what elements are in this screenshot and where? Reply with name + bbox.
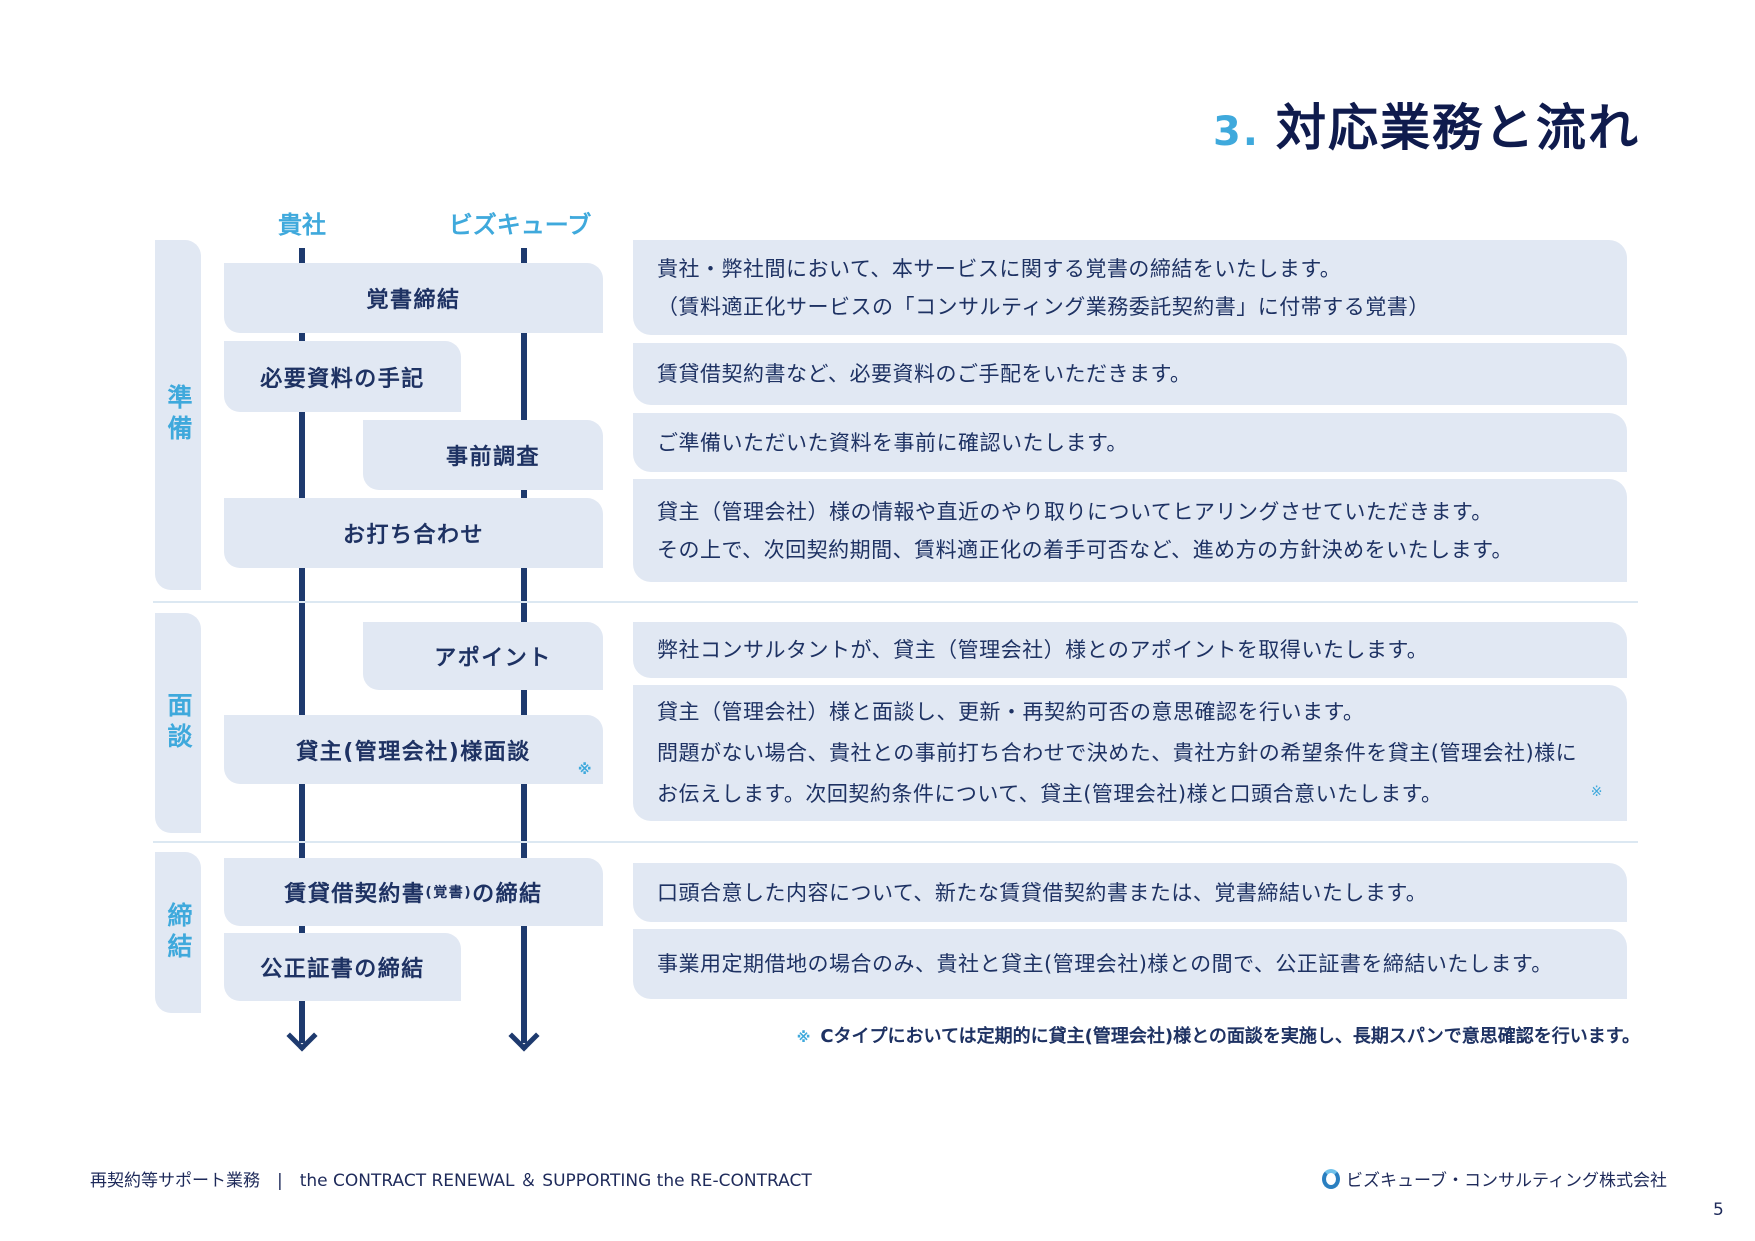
description-meeting: 貸主（管理会社）様の情報や直近のやり取りについてヒアリングさせていただきます。そ… xyxy=(633,479,1627,582)
description-landlord-meeting: 貸主（管理会社）様と面談し、更新・再契約可否の意思確認を行います。問題がない場合… xyxy=(633,685,1627,821)
phase-contract: 締結 xyxy=(155,852,201,1013)
company-logo-icon xyxy=(1322,1168,1340,1189)
description-pre-survey: ご準備いただいた資料を事前に確認いたします。 xyxy=(633,413,1627,472)
description-notarial-deed: 事業用定期借地の場合のみ、貴社と貸主(管理会社)様との間で、公正証書を締結いたし… xyxy=(633,929,1627,999)
phase-meeting: 面談 xyxy=(155,613,201,833)
footnote: ※Cタイプにおいては定期的に貸主(管理会社)様との面談を実施し、長期スパンで意思… xyxy=(796,1026,1640,1047)
step-pre-survey: 事前調査 xyxy=(363,420,603,490)
client-timeline xyxy=(299,248,305,1043)
description-memorandum: 貴社・弊社間において、本サービスに関する覚書の締結をいたします。（賃料適正化サー… xyxy=(633,240,1627,335)
divider xyxy=(153,601,1638,603)
step-documents: 必要資料の手記 xyxy=(224,341,461,412)
step-appointment: アポイント xyxy=(363,622,603,690)
arrow-down-icon xyxy=(286,1020,318,1052)
arrow-down-icon xyxy=(508,1020,540,1052)
page-number: 5 xyxy=(1713,1200,1724,1220)
divider xyxy=(153,841,1638,843)
step-landlord-meeting: 貸主(管理会社)様面談※ xyxy=(224,715,603,784)
description-lease-contract: 口頭合意した内容について、新たな賃貸借契約書または、覚書締結いたします。 xyxy=(633,863,1627,922)
column-header-bizcube: ビズキューブ xyxy=(448,211,592,239)
description-appointment: 弊社コンサルタントが、貸主（管理会社）様とのアポイントを取得いたします。 xyxy=(633,622,1627,678)
step-lease-contract: 賃貸借契約書(覚書)の締結 xyxy=(224,858,603,926)
footer-service-name: 再契約等サポート業務 | the CONTRACT RENEWAL ＆ SUPP… xyxy=(90,1171,812,1191)
page-title: 3.対応業務と流れ xyxy=(1212,99,1640,157)
column-header-client: 貴社 xyxy=(278,211,326,239)
step-meeting: お打ち合わせ xyxy=(224,498,603,568)
description-documents: 賃貸借契約書など、必要資料のご手配をいただきます。 xyxy=(633,343,1627,405)
phase-preparation: 準備 xyxy=(155,240,201,590)
step-notarial-deed: 公正証書の締結 xyxy=(224,933,461,1001)
footer-company: ビズキューブ・コンサルティング株式会社 xyxy=(1322,1166,1667,1191)
step-memorandum: 覚書締結 xyxy=(224,263,603,333)
